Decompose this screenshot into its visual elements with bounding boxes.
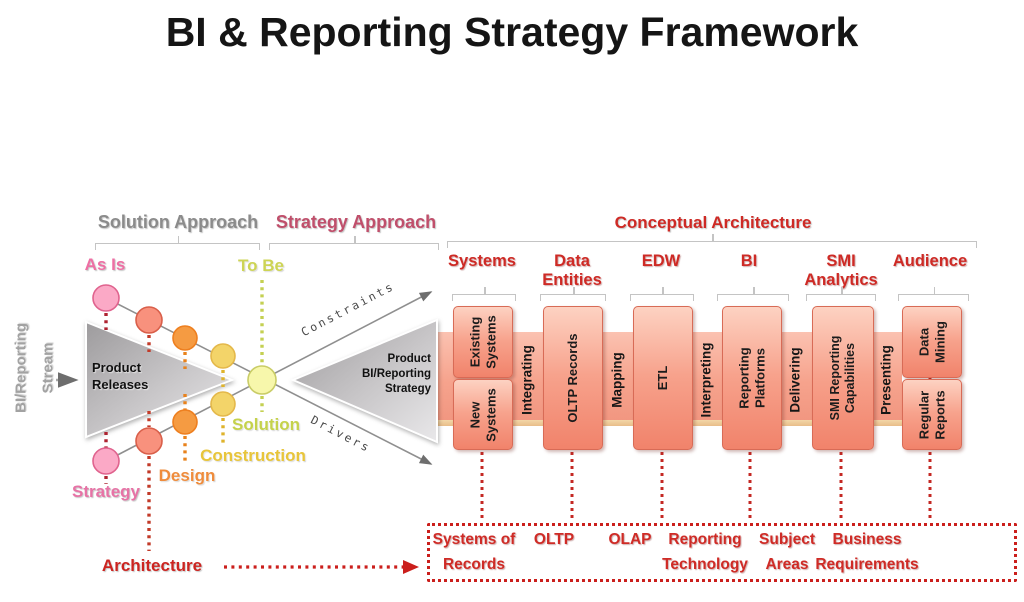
pipeline-box-data-mining: Data Mining — [902, 306, 962, 378]
connector-label-presenting: Presenting — [878, 345, 894, 415]
bracket — [447, 234, 977, 248]
connector-label-integrating: Integrating — [519, 345, 535, 415]
foundation-item-business-requirements: Business Requirements — [815, 531, 919, 574]
pipeline-box-regular-reports: Regular Reports — [902, 379, 962, 450]
phase-label-solution: Solution — [232, 415, 300, 434]
architecture-label: Architecture — [101, 556, 203, 575]
foundation-item-subject-areas: Subject Areas — [759, 531, 815, 574]
product-bi-reporting-strategy-label: Product BI/Reporting Strategy — [362, 353, 431, 395]
column-header-data-entities: Data Entities — [542, 252, 602, 290]
foundation-item-reporting-technology: Reporting Technology — [662, 531, 748, 574]
column-header-edw: EDW — [641, 252, 681, 270]
connector-label-delivering: Delivering — [787, 347, 803, 413]
as-is-label: As Is — [84, 255, 126, 274]
constraints-label: Constraints — [298, 278, 398, 340]
pipeline-box-reporting-platforms: Reporting Platforms — [722, 306, 782, 450]
page-title: BI & Reporting Strategy Framework — [165, 9, 859, 55]
phase-label-design: Design — [158, 466, 216, 485]
pipeline-box-oltp-records: OLTP Records — [543, 306, 603, 450]
architecture-arrow-head — [403, 560, 419, 574]
foundation-box — [427, 523, 1017, 582]
connector-label-interpreting: Interpreting — [698, 342, 714, 418]
solution-approach-header: Solution Approach — [97, 212, 259, 232]
column-header-systems: Systems — [448, 252, 516, 270]
bracket — [806, 287, 876, 301]
foundation-item-olap: OLAP — [608, 531, 652, 548]
column-header-smi-analytics: SMI Analytics — [804, 252, 878, 290]
product-releases-label: Product Releases — [92, 360, 149, 392]
bracket — [95, 236, 260, 250]
column-header-bi: BI — [740, 252, 758, 270]
connector-label-mapping: Mapping — [609, 352, 625, 408]
strategy-approach-header: Strategy Approach — [275, 212, 437, 232]
pipeline-box-new-systems: New Systems — [453, 379, 513, 450]
drivers-label: Drivers — [308, 412, 374, 456]
bracket — [269, 236, 439, 250]
column-header-audience: Audience — [892, 252, 968, 270]
bracket — [630, 287, 694, 301]
pipeline-box-existing-systems: Existing Systems — [453, 306, 513, 378]
pipeline-box-smi-reporting-capabilities: SMI Reporting Capabilities — [812, 306, 874, 450]
stream-label-line1: BI/Reporting — [12, 323, 30, 413]
pipeline-box-etl: ETL — [633, 306, 693, 450]
conceptual-architecture-header: Conceptual Architecture — [614, 213, 812, 232]
stream-label-line2: Stream — [39, 342, 57, 394]
bracket — [898, 287, 969, 301]
to-be-label: To Be — [238, 256, 284, 275]
bracket — [540, 287, 606, 301]
phase-label-strategy: Strategy — [71, 482, 141, 501]
phase-label-construction: Construction — [200, 446, 306, 465]
bracket — [717, 287, 789, 301]
foundation-item-oltp: OLTP — [533, 531, 575, 548]
bracket — [452, 287, 516, 301]
foundation-item-systems-of-records: Systems of Records — [432, 531, 516, 574]
